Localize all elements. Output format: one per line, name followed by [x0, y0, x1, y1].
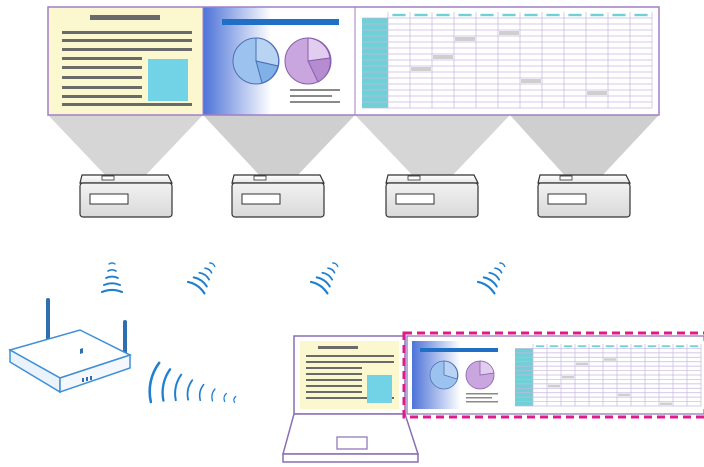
extended-spreadsheet-grid [515, 344, 702, 407]
laptop-touchpad [336, 436, 368, 450]
wireless-router-icon [8, 298, 132, 394]
projector-icon [537, 174, 631, 218]
slide-pie-left [232, 37, 280, 85]
projector-icon [79, 174, 173, 218]
laptop-icon [282, 335, 420, 463]
wifi-signal-icon [309, 262, 339, 295]
projector-icon [385, 174, 479, 218]
wifi-signal-icon [148, 361, 237, 404]
extended-desktop [402, 331, 704, 419]
laptop-base [282, 413, 420, 455]
wifi-signal-icon [186, 262, 216, 295]
wifi-signals [100, 262, 506, 404]
spreadsheet-panel [355, 7, 659, 115]
spreadsheet-grid [362, 12, 653, 109]
document-image [148, 59, 188, 101]
selection-dashed-border [402, 331, 704, 419]
wifi-signal-icon [100, 262, 124, 294]
screen-border [47, 6, 660, 116]
projector-icon [231, 174, 325, 218]
projection-beams [48, 115, 659, 178]
slide-caption-lines [290, 89, 340, 103]
slide-pie-right [284, 37, 332, 85]
slide-title-bar [222, 19, 339, 25]
document-title-bar [90, 15, 160, 20]
document-text-lines [62, 31, 192, 106]
beam-3 [355, 115, 510, 178]
beam-1 [48, 115, 203, 178]
projected-screen [47, 6, 660, 116]
projectors [79, 174, 631, 218]
beam-2 [203, 115, 355, 178]
beam-4 [510, 115, 659, 178]
wifi-signal-icon [476, 262, 506, 295]
